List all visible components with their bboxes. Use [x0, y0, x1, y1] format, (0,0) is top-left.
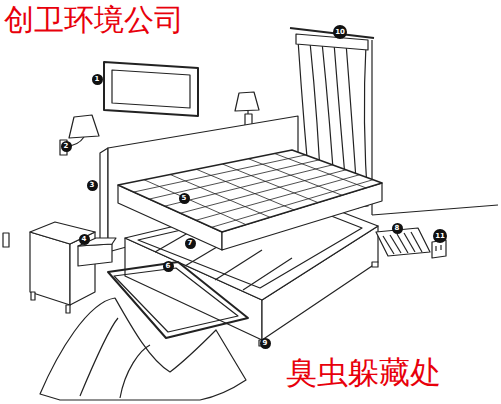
picture-frame	[104, 62, 198, 116]
callout-number: 9	[260, 338, 271, 349]
callout-circle	[433, 229, 447, 243]
nightstand	[78, 244, 112, 266]
callout-number: 5	[179, 193, 190, 204]
callout-circle	[260, 338, 271, 349]
callout-number: 4	[79, 234, 90, 245]
callout-circle	[185, 238, 196, 249]
floor-vent	[376, 228, 430, 256]
floor-vent	[411, 232, 422, 252]
bed-base	[215, 250, 262, 280]
bed-base	[243, 258, 292, 290]
callout-number: 11	[433, 229, 447, 243]
nightstand	[30, 222, 95, 244]
callout-number: 8	[392, 223, 403, 234]
callout-number: 9	[260, 338, 271, 349]
callout-number: 10	[333, 25, 347, 39]
bed-base	[372, 262, 378, 267]
callout-number: 11	[433, 229, 447, 243]
nightstand	[66, 305, 70, 313]
callout-circle	[333, 25, 347, 39]
callout-number: 7	[185, 238, 196, 249]
callout-number: 3	[87, 180, 98, 191]
box-spring	[80, 318, 118, 396]
mattress	[134, 154, 373, 228]
picture-frame	[104, 62, 198, 116]
callout-number: 1	[92, 74, 103, 85]
callout-number: 2	[61, 141, 72, 152]
callout-number: 7	[185, 238, 196, 249]
nightstand	[30, 232, 70, 305]
callout-circle	[392, 223, 403, 234]
callout-circle	[61, 141, 72, 152]
callout-circle	[179, 193, 190, 204]
box-spring	[108, 262, 248, 338]
callout-number: 6	[163, 261, 174, 272]
callout-number: 10	[333, 25, 347, 39]
callout-number: 4	[79, 234, 90, 245]
caption: 臭虫躲藏处	[286, 355, 441, 389]
mattress	[134, 155, 306, 192]
picture-frame	[112, 70, 190, 108]
callout-number: 1	[92, 74, 103, 85]
callout-circle	[79, 234, 90, 245]
callout-circle	[163, 261, 174, 272]
nightstand	[31, 292, 35, 300]
mattress	[212, 180, 373, 228]
callout-number: 6	[163, 261, 174, 272]
mattress	[118, 150, 382, 250]
callout-circle	[92, 74, 103, 85]
mattress	[165, 165, 333, 206]
callout-number: 2	[61, 141, 72, 152]
callout-circle	[87, 180, 98, 191]
mattress	[196, 175, 360, 221]
room-walls	[372, 205, 498, 215]
company-watermark: 创卫环境公司	[4, 3, 184, 36]
callout-number: 8	[392, 223, 403, 234]
box-spring	[120, 345, 150, 398]
box-spring	[114, 268, 238, 332]
mattress	[118, 150, 382, 232]
wall-lamp	[235, 92, 259, 111]
floor-vent	[376, 228, 430, 256]
callout-number: 3	[87, 180, 98, 191]
callout-number: 5	[179, 193, 190, 204]
curtain	[290, 28, 374, 38]
nightstand	[30, 222, 116, 313]
mattress	[180, 170, 346, 213]
wall-lamp	[69, 115, 99, 138]
room-walls	[3, 233, 9, 247]
wall-outlet	[435, 246, 436, 251]
wall-outlet	[440, 245, 441, 250]
